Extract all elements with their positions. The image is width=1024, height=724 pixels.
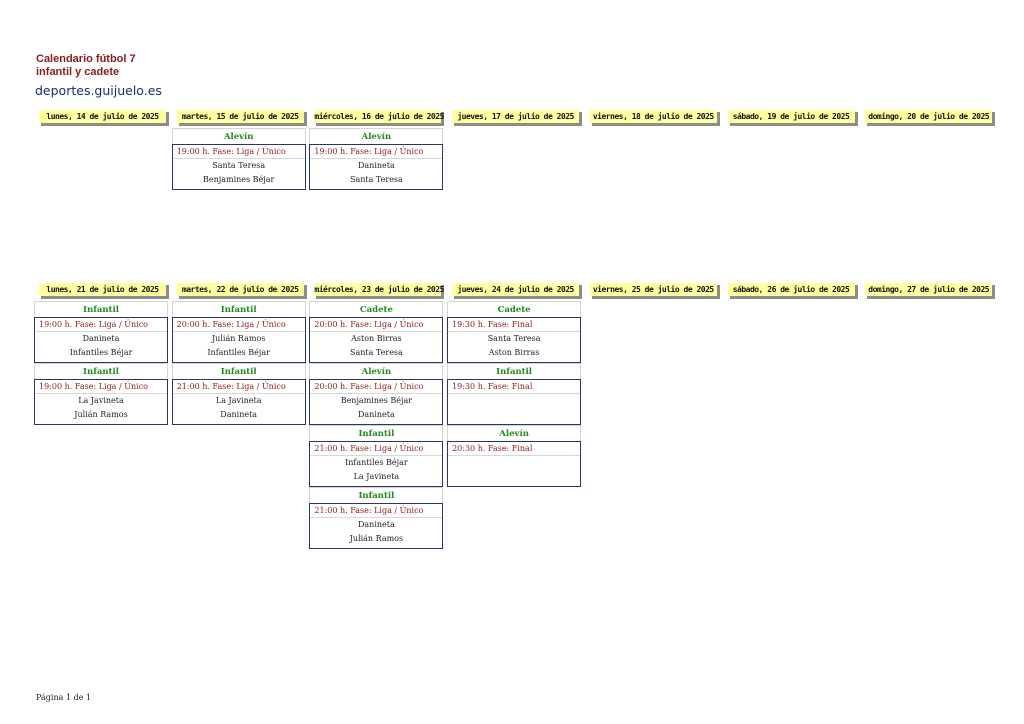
- page-number: Página 1 de 1: [36, 693, 92, 702]
- match-category: Infantil: [171, 301, 306, 317]
- site-url: deportes.guijuelo.es: [35, 83, 162, 98]
- match-time-phase: 21:00 h. Fase: Liga / Único: [310, 504, 443, 518]
- match-home-team: Danineta: [358, 520, 395, 529]
- match-time-phase: 20:30 h. Fase: Final: [448, 442, 581, 456]
- match-category: Infantil: [171, 363, 306, 379]
- match-away-team: [448, 408, 580, 422]
- match-category: Cadete: [309, 301, 444, 317]
- match-category: Alevín: [447, 425, 582, 441]
- day-header: jueves, 17 de julio de 2025: [451, 109, 580, 123]
- match-time-phase: 19:00 h. Fase: Liga / Único: [35, 318, 167, 332]
- match-time-phase: 19:30 h. Fase: Final: [448, 380, 581, 394]
- match-time-phase: 20:00 h. Fase: Liga / Único: [172, 318, 305, 332]
- day-header: miércoles, 16 de julio de 2025: [313, 109, 444, 123]
- match-away-team: Julián Ramos: [74, 410, 128, 419]
- match-home-team: La Javineta: [215, 396, 262, 405]
- match-category: Infantil: [309, 487, 444, 503]
- match-away-team: Aston Birras: [488, 348, 540, 357]
- day-header: miércoles, 23 de julio de 2025: [313, 282, 444, 296]
- match-home-team: Benjamines Béjar: [340, 396, 413, 405]
- day-header: jueves, 24 de julio de 2025: [451, 282, 580, 296]
- match-away-team: Santa Teresa: [349, 175, 403, 184]
- day-header: viernes, 25 de julio de 2025: [588, 282, 717, 296]
- match-category: Infantil: [447, 363, 582, 379]
- match-time-phase: 20:00 h. Fase: Liga / Único: [310, 380, 443, 394]
- match-away-team: Danineta: [358, 410, 395, 419]
- match-category: Infantil: [34, 301, 168, 317]
- day-header: sábado, 19 de julio de 2025: [726, 109, 855, 123]
- match-home-team: Santa Teresa: [487, 334, 541, 343]
- match-time-phase: 21:00 h. Fase: Liga / Único: [310, 442, 443, 456]
- match-away-team: Infantiles Béjar: [69, 348, 133, 357]
- match-time-phase: 21:00 h. Fase: Liga / Único: [172, 380, 305, 394]
- match-away-team: La Javineta: [353, 472, 400, 481]
- match-home-team: La Javineta: [78, 396, 124, 405]
- match-time-phase: 19:00 h. Fase: Liga / Único: [310, 145, 443, 159]
- day-header: lunes, 21 de julio de 2025: [38, 282, 166, 296]
- match-home-team: Aston Birras: [351, 334, 402, 343]
- page-title: Calendario fútbol 7 infantil y cadete: [36, 53, 136, 78]
- match-time-phase: 19:30 h. Fase: Final: [448, 318, 581, 332]
- day-header: martes, 15 de julio de 2025: [175, 109, 304, 123]
- match-time-phase: 19:00 h. Fase: Liga / Único: [172, 145, 305, 159]
- match-home-team: Danineta: [358, 161, 395, 170]
- match-home-team: [448, 394, 580, 408]
- day-header: domingo, 20 de julio de 2025: [864, 109, 993, 123]
- match-category: Alevín: [309, 363, 444, 379]
- match-time-phase: 19:00 h. Fase: Liga / Único: [35, 380, 167, 394]
- day-header: martes, 22 de julio de 2025: [175, 282, 304, 296]
- match-away-team: Santa Teresa: [349, 348, 403, 357]
- match-details: 19:30 h. Fase: Final: [447, 379, 582, 425]
- match-category: Cadete: [447, 301, 582, 317]
- match-category: Infantil: [309, 425, 444, 441]
- match-home-team: Santa Teresa: [212, 161, 266, 170]
- day-header: domingo, 27 de julio de 2025: [864, 282, 993, 296]
- match-away-team: Julián Ramos: [349, 534, 404, 543]
- match-category: Alevín: [171, 128, 306, 144]
- match-category: Alevín: [309, 128, 444, 144]
- match-home-team: Julián Ramos: [211, 334, 266, 343]
- match-home-team: Danineta: [82, 334, 120, 343]
- match-away-team: Infantiles Béjar: [207, 348, 270, 357]
- match-time-phase: 20:00 h. Fase: Liga / Único: [310, 318, 443, 332]
- match-category: Infantil: [34, 363, 168, 379]
- match-home-team: [448, 456, 580, 470]
- day-header: viernes, 18 de julio de 2025: [588, 109, 717, 123]
- match-home-team: Infantiles Béjar: [345, 458, 408, 467]
- day-header: lunes, 14 de julio de 2025: [38, 109, 166, 123]
- match-details: 20:30 h. Fase: Final: [447, 441, 582, 487]
- match-away-team: Danineta: [220, 410, 258, 419]
- match-away-team: [448, 470, 580, 484]
- day-header: sábado, 26 de julio de 2025: [726, 282, 855, 296]
- match-away-team: Benjamines Béjar: [202, 175, 275, 184]
